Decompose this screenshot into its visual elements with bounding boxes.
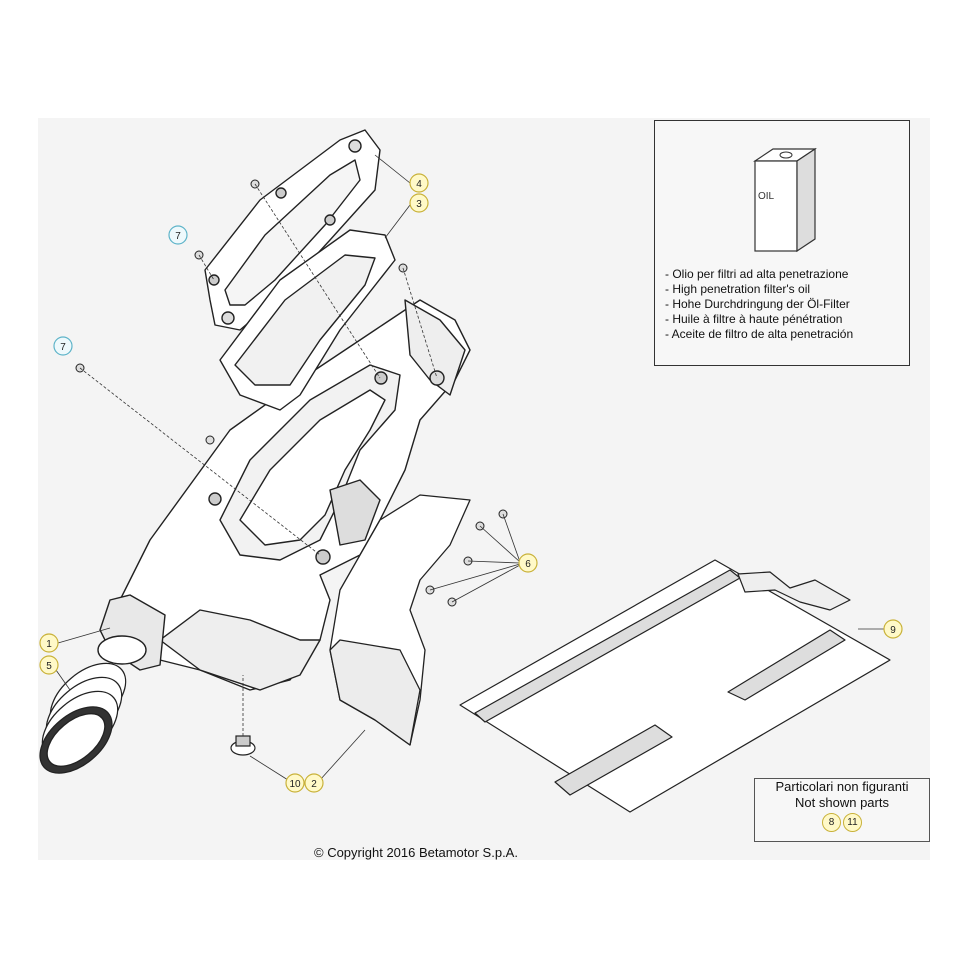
svg-text:2: 2	[311, 779, 317, 790]
svg-text:5: 5	[46, 661, 52, 672]
svg-text:3: 3	[416, 199, 422, 210]
oil-can-label: OIL	[758, 191, 775, 202]
adhesive-strip-sheet	[459, 559, 891, 813]
svg-text:6: 6	[525, 559, 531, 570]
legend-line-fr: - Huile à filtre à haute pénétration	[665, 312, 843, 326]
legend-line-it: - Olio per filtri ad alta penetrazione	[665, 267, 849, 281]
legend-line-es: - Aceite de filtro de alta penetración	[665, 327, 854, 341]
callout-6: 6	[429, 513, 538, 603]
not-shown-parts-box: Particolari non figuranti Not shown part…	[754, 778, 930, 842]
part-badge-8: 8	[822, 813, 841, 832]
callout-1: 1	[39, 627, 111, 653]
copyright-notice: © Copyright 2016 Betamotor S.p.A.	[314, 845, 518, 860]
svg-text:1: 1	[46, 639, 52, 650]
callout-5: 5	[39, 655, 71, 691]
legend-line-de: - Hohe Durchdringung der Öl-Filter	[665, 297, 850, 311]
air-filter	[219, 229, 396, 411]
callout-7-lower: 7	[53, 336, 73, 356]
callout-7-upper: 7	[168, 225, 188, 245]
svg-text:9: 9	[890, 625, 896, 636]
assembly-leader-lines	[79, 183, 438, 736]
side-cover	[329, 494, 471, 746]
drain-plug	[230, 735, 256, 756]
oil-legend-text: - Olio per filtri ad alta penetrazione -…	[665, 267, 853, 342]
callout-2: 2	[304, 729, 366, 793]
callout-4: 4	[374, 154, 429, 193]
oil-legend-box: OIL - Olio per filtri ad alta penetrazio…	[654, 120, 910, 366]
not-shown-title-en: Not shown parts	[795, 795, 889, 810]
callout-3: 3	[384, 193, 429, 239]
part-badge-11: 11	[843, 813, 862, 832]
svg-text:4: 4	[416, 179, 422, 190]
callout-9: 9	[858, 619, 903, 639]
intake-boot	[39, 662, 127, 774]
legend-line-en: - High penetration filter's oil	[665, 282, 811, 296]
not-shown-title-it: Particolari non figuranti	[775, 779, 909, 794]
svg-text:7: 7	[60, 342, 66, 353]
airbox-body	[97, 299, 471, 691]
svg-text:7: 7	[175, 231, 181, 242]
svg-text:10: 10	[289, 779, 301, 790]
oil-can-icon	[753, 147, 817, 253]
callout-10: 10	[249, 755, 305, 793]
